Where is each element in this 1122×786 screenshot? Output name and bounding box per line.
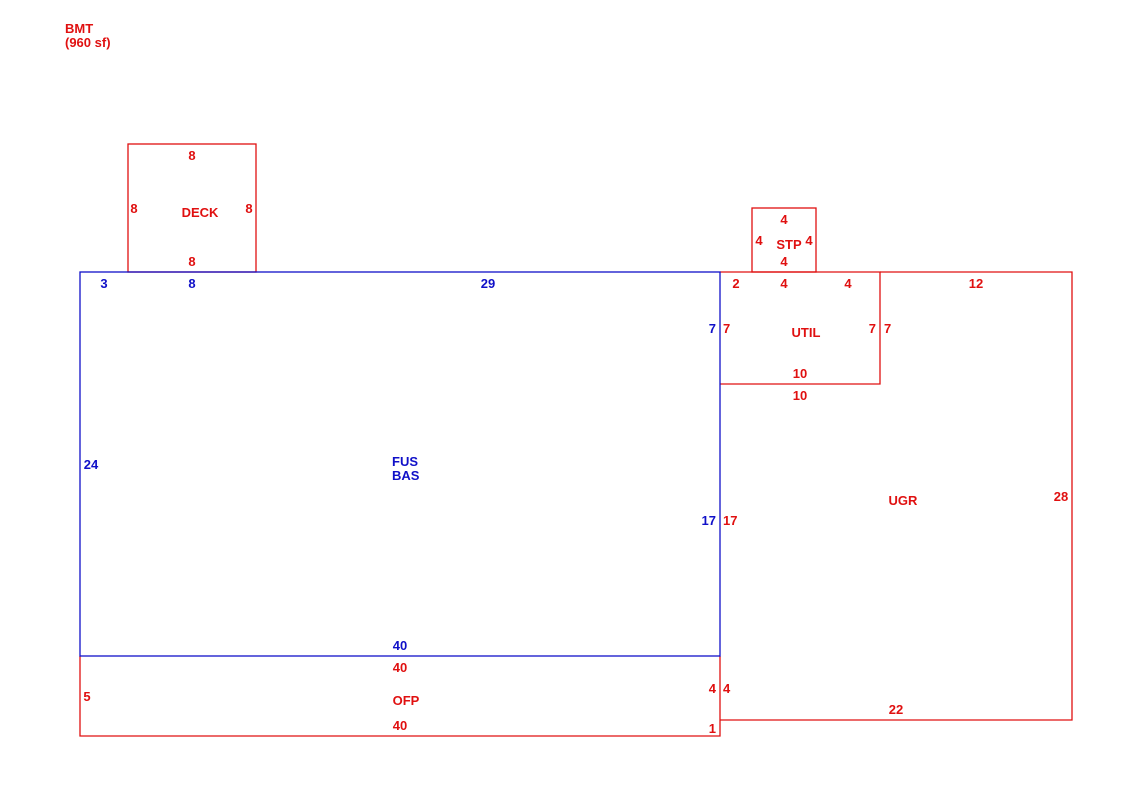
area-code: BMT <box>65 21 94 36</box>
deck-right-dim: 8 <box>245 201 252 216</box>
ugr-bottom-dim: 22 <box>889 702 903 717</box>
bas-top-dim-c: 29 <box>481 276 495 291</box>
ofp-right-dim-b: 1 <box>709 721 716 736</box>
ugr-outline[interactable] <box>720 271 1073 721</box>
ugr-left-dim-c: 17 <box>723 513 737 528</box>
ofp-top-dim: 40 <box>393 660 407 675</box>
stp-right-dim: 4 <box>805 233 813 248</box>
ugr-name: UGR <box>889 493 919 508</box>
ugr-top-dim: 12 <box>969 276 983 291</box>
stp-left-dim: 4 <box>755 233 763 248</box>
bas-top-dim-a: 3 <box>100 276 107 291</box>
sketch-header: BMT (960 sf) <box>65 22 111 50</box>
util-top-dim-b: 4 <box>780 276 788 291</box>
bas-name-line1: FUS <box>392 454 418 469</box>
util-bottom-dim: 10 <box>793 366 807 381</box>
ugr-right-dim: 28 <box>1054 489 1068 504</box>
ofp-left-dim: 5 <box>83 689 90 704</box>
stp-top-dim: 4 <box>780 212 788 227</box>
util-outline[interactable] <box>720 271 881 385</box>
area-size: (960 sf) <box>65 35 111 50</box>
util-top-dim-a: 2 <box>732 276 739 291</box>
util-left-dim: 7 <box>723 321 730 336</box>
ofp-outline[interactable] <box>79 656 721 737</box>
ugr-left-dim-a: 7 <box>884 321 891 336</box>
bas-right-dim-b: 17 <box>702 513 716 528</box>
ofp-name: OFP <box>393 693 420 708</box>
ugr-left-dim-b: 10 <box>793 388 807 403</box>
deck-bottom-dim: 8 <box>188 254 195 269</box>
util-right-dim: 7 <box>869 321 876 336</box>
stp-name: STP <box>776 237 802 252</box>
deck-top-dim: 8 <box>188 148 195 163</box>
bas-top-dim-b: 8 <box>188 276 195 291</box>
util-top-dim-c: 4 <box>844 276 852 291</box>
bas-name-line2: BAS <box>392 468 420 483</box>
bas-left-dim: 24 <box>84 457 99 472</box>
bas-bottom-dim: 40 <box>393 638 407 653</box>
ofp-bottom-dim: 40 <box>393 718 407 733</box>
bas-outline[interactable] <box>79 271 721 657</box>
ugr-left-dim-d: 4 <box>723 681 731 696</box>
ofp-right-dim-a: 4 <box>709 681 717 696</box>
stp-bottom-dim: 4 <box>780 254 788 269</box>
deck-name: DECK <box>182 205 219 220</box>
util-name: UTIL <box>792 325 821 340</box>
deck-left-dim: 8 <box>130 201 137 216</box>
bas-right-dim-a: 7 <box>709 321 716 336</box>
